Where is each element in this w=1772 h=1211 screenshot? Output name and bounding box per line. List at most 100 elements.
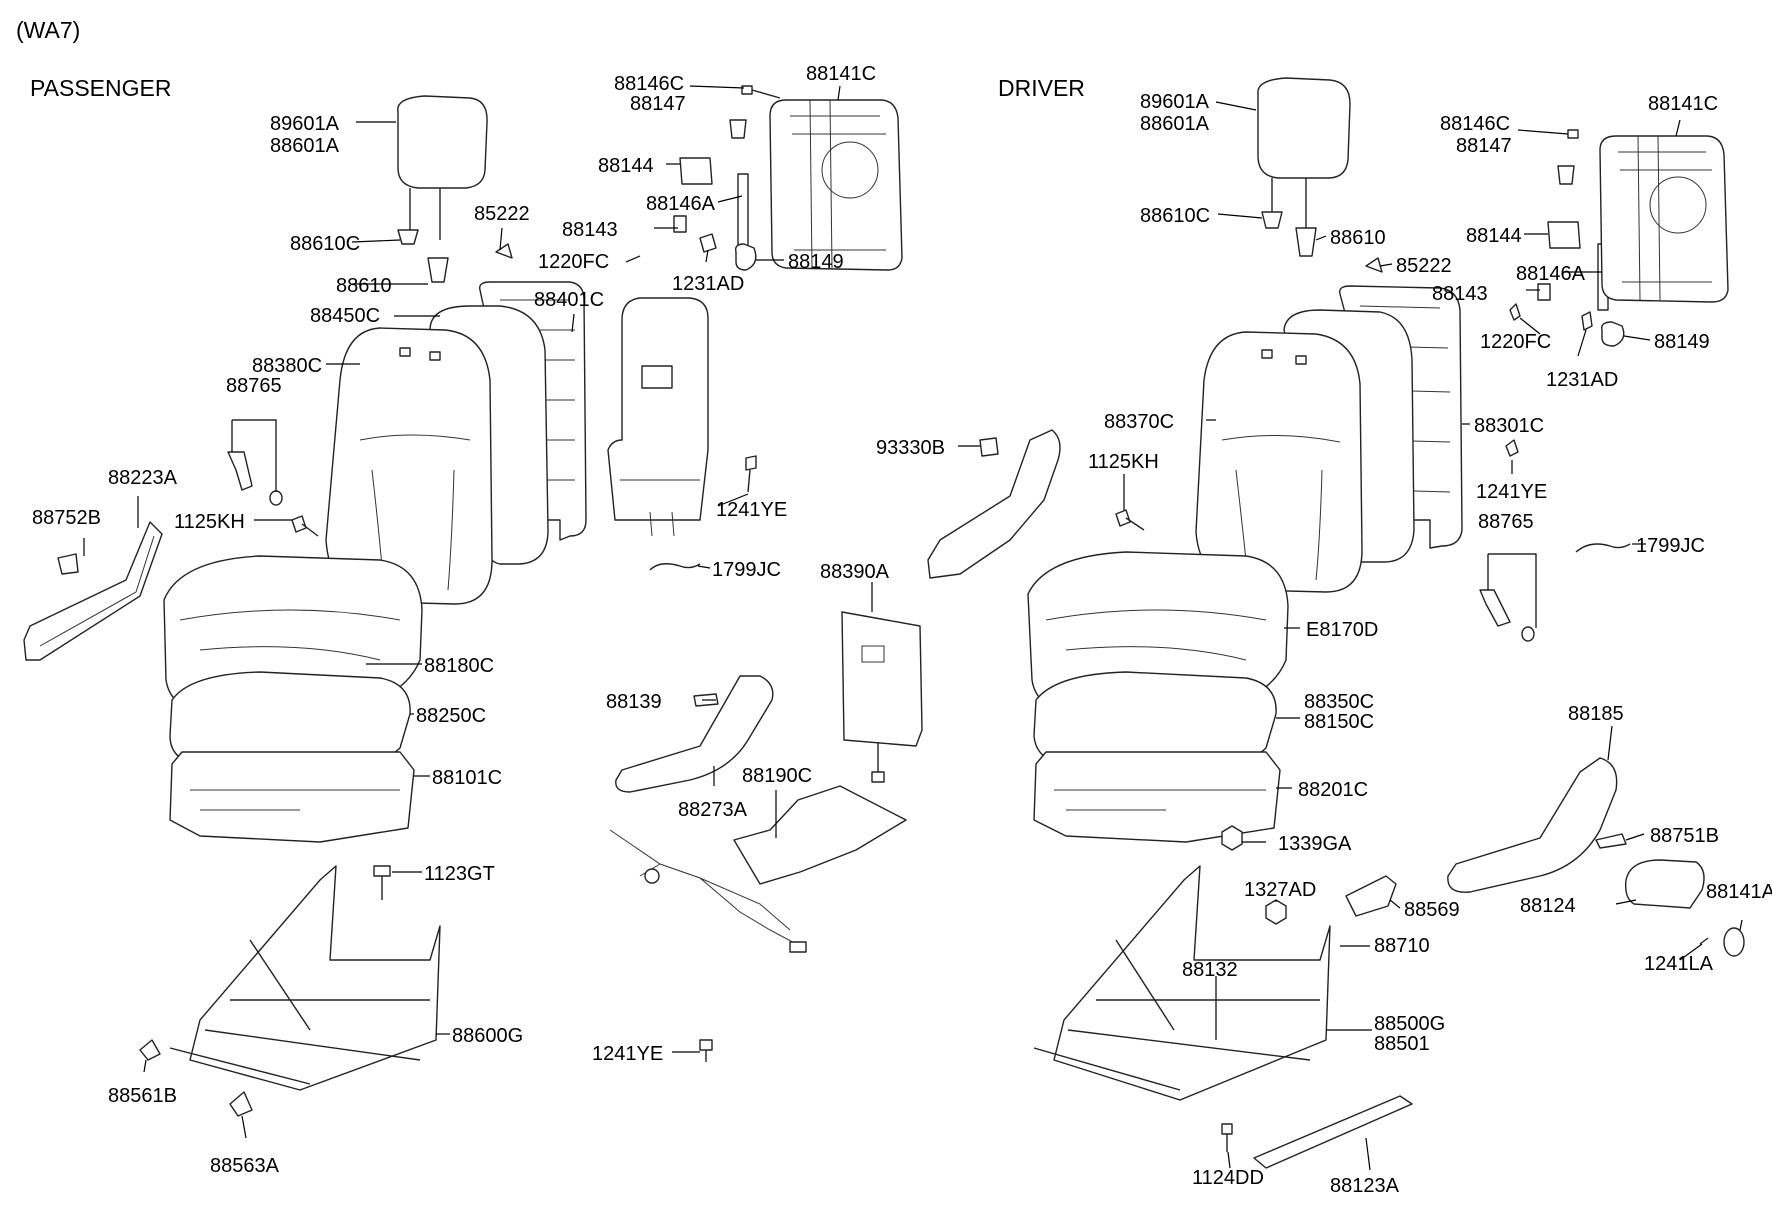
- driver-headrest: [1257, 77, 1351, 179]
- part-label: 88201C: [1298, 779, 1368, 801]
- part-label: 88500G: [1374, 1013, 1445, 1035]
- driver-switch-88124: [1624, 859, 1705, 909]
- driver-cap-88149: [1601, 321, 1625, 347]
- driver-bracket-88143: [1537, 283, 1551, 301]
- driver-seat-drawing: [927, 77, 1745, 1169]
- passenger-cover-88563a: [229, 1091, 253, 1117]
- part-label: 88144: [598, 155, 654, 177]
- part-label: 88751B: [1650, 825, 1719, 847]
- part-label: 88149: [788, 251, 844, 273]
- part-label: 88123A: [1330, 1175, 1400, 1197]
- part-label: 88146C: [1440, 113, 1510, 135]
- passenger-bolt-1123gt: [373, 865, 391, 877]
- driver-seat-track: [1053, 865, 1331, 1101]
- part-label: 88450C: [310, 305, 380, 327]
- driver-cover-88185: [1447, 757, 1618, 893]
- part-label: 88141C: [806, 63, 876, 85]
- driver-nut-1339ga: [1221, 825, 1243, 851]
- part-label: 1125KH: [1088, 451, 1159, 473]
- center-screw-1241ye: [745, 455, 757, 471]
- center-cap-88149: [734, 243, 757, 271]
- part-label: 88380C: [252, 355, 322, 377]
- part-label: 88141C: [1648, 93, 1718, 115]
- driver-screw-1231ad: [1581, 311, 1593, 331]
- driver-pin-88146c: [1567, 129, 1579, 139]
- center-wire-1799jc: [649, 563, 701, 571]
- part-label: 88190C: [742, 765, 812, 787]
- part-label: 93330B: [876, 437, 945, 459]
- passenger-back-panel: [607, 297, 709, 521]
- center-cover-88273a: [615, 675, 774, 793]
- driver-frame-88141c: [1599, 135, 1729, 303]
- passenger-seat-pan: [169, 751, 415, 843]
- part-label: 88139: [606, 691, 662, 713]
- part-label: 88149: [1654, 331, 1710, 353]
- center-plate-88144: [679, 157, 713, 185]
- driver-seat-pan: [1033, 751, 1281, 843]
- part-label: 88350C: [1304, 691, 1374, 713]
- passenger-seat-drawing: [23, 95, 709, 1117]
- driver-screw-1220fc: [1509, 303, 1521, 321]
- part-label: 89601A: [270, 113, 340, 135]
- passenger-guide-88610: [427, 257, 449, 283]
- driver-heading: DRIVER: [998, 75, 1085, 101]
- part-label: 1241LA: [1644, 953, 1714, 975]
- center-pin-88146c: [741, 85, 753, 95]
- part-label: 88752B: [32, 507, 101, 529]
- part-label: 88765: [1478, 511, 1534, 533]
- driver-guide-88610c: [1261, 211, 1283, 229]
- part-label: 88710: [1374, 935, 1430, 957]
- driver-side-cover-93330b: [927, 429, 1061, 579]
- driver-screw-1241ye: [1505, 439, 1519, 457]
- part-label: 88147: [1456, 135, 1512, 157]
- driver-bolt-1124dd: [1221, 1123, 1233, 1135]
- driver-cap-88751b: [1595, 833, 1627, 849]
- center-screw-1231ad: [699, 233, 717, 253]
- driver-nut-1327ad: [1265, 899, 1287, 925]
- part-label: 88610: [336, 275, 392, 297]
- center-bracket-88143: [673, 215, 687, 233]
- driver-clip-88569: [1345, 875, 1397, 917]
- part-label: E8170D: [1306, 619, 1378, 641]
- part-label: 85222: [1396, 255, 1452, 277]
- part-label: 1125KH: [174, 511, 245, 533]
- part-label: 1241YE: [1476, 481, 1547, 503]
- part-label: 1799JC: [712, 559, 781, 581]
- part-label: 1231AD: [1546, 369, 1618, 391]
- part-label: 88501: [1374, 1033, 1430, 1055]
- part-label: 88101C: [432, 767, 502, 789]
- part-label: 88185: [1568, 703, 1624, 725]
- center-strut-88146a: [737, 173, 749, 247]
- part-label: 88143: [1432, 283, 1488, 305]
- driver-plate-88144: [1547, 221, 1581, 249]
- part-label: 88144: [1466, 225, 1522, 247]
- driver-knob-85222: [1365, 257, 1383, 273]
- driver-lever-88765: [1479, 589, 1511, 627]
- center-clip: [729, 119, 747, 139]
- part-label: 88143: [562, 219, 618, 241]
- center-part-labels: 88146C 88147 88141C 88144 88146A 88143 1…: [538, 63, 890, 1065]
- driver-cap-88141a: [1723, 927, 1745, 957]
- part-label: 1241YE: [592, 1043, 663, 1065]
- part-label: 88146A: [1516, 263, 1586, 285]
- passenger-seat-track: [189, 865, 441, 1091]
- part-label: 1123GT: [424, 863, 495, 885]
- center-screw-1241ye-lower: [699, 1039, 713, 1051]
- part-label: 88223A: [108, 467, 178, 489]
- driver-rail-cover-88123a: [1253, 1095, 1413, 1169]
- center-mat-88190c: [733, 785, 907, 885]
- passenger-cap-88752b: [57, 553, 79, 575]
- part-label: 88147: [630, 93, 686, 115]
- diagram-code: (WA7): [16, 17, 80, 43]
- part-label: 88250C: [416, 705, 486, 727]
- driver-wire-1799jc: [1575, 543, 1631, 553]
- part-label: 88124: [1520, 895, 1576, 917]
- passenger-heading: PASSENGER: [30, 75, 171, 101]
- part-label: 1339GA: [1278, 833, 1352, 855]
- center-parts-drawing: [609, 85, 923, 1062]
- part-label: 1124DD: [1192, 1167, 1264, 1189]
- center-frame-88141c: [769, 99, 903, 271]
- leader-lines: [83, 85, 1743, 1171]
- part-label: 1799JC: [1636, 535, 1705, 557]
